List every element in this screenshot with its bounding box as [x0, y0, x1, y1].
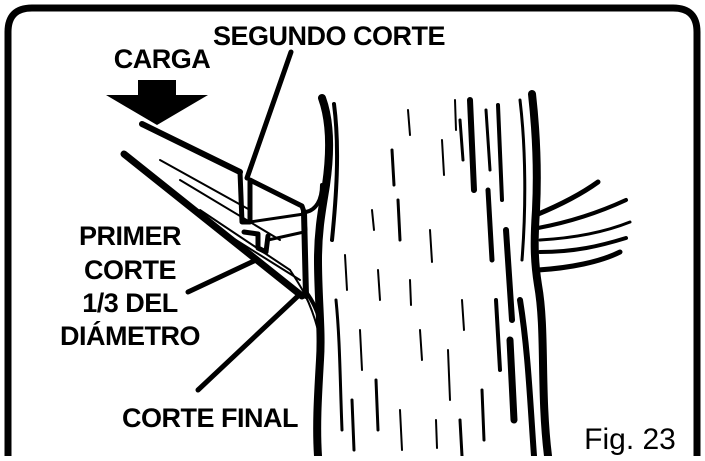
second-cut-leader: [244, 49, 294, 181]
cut-branch: [120, 121, 324, 332]
first-cut-line-3: 1/3 DEL: [82, 288, 178, 318]
leader-lines: [185, 49, 301, 393]
final-cut-leader: [195, 293, 301, 393]
final-cut-label: CORTE FINAL: [122, 403, 298, 433]
first-cut-line-2: CORTE: [84, 255, 176, 285]
load-label: CARGA: [114, 44, 211, 74]
first-cut-line-4: DIÁMETRO: [60, 320, 200, 351]
down-arrow-icon: [106, 80, 208, 125]
first-cut-line-1: PRIMER: [79, 221, 181, 251]
figure-number: Fig. 23: [584, 423, 676, 456]
first-cut-label: PRIMER CORTE 1/3 DEL DIÁMETRO: [60, 221, 201, 351]
right-branch-stub: [533, 179, 632, 273]
figure-frame: [4, 4, 701, 456]
tree-trunk: [313, 90, 552, 460]
second-cut-label: SEGUNDO CORTE: [213, 21, 445, 51]
first-cut-leader: [185, 257, 259, 295]
